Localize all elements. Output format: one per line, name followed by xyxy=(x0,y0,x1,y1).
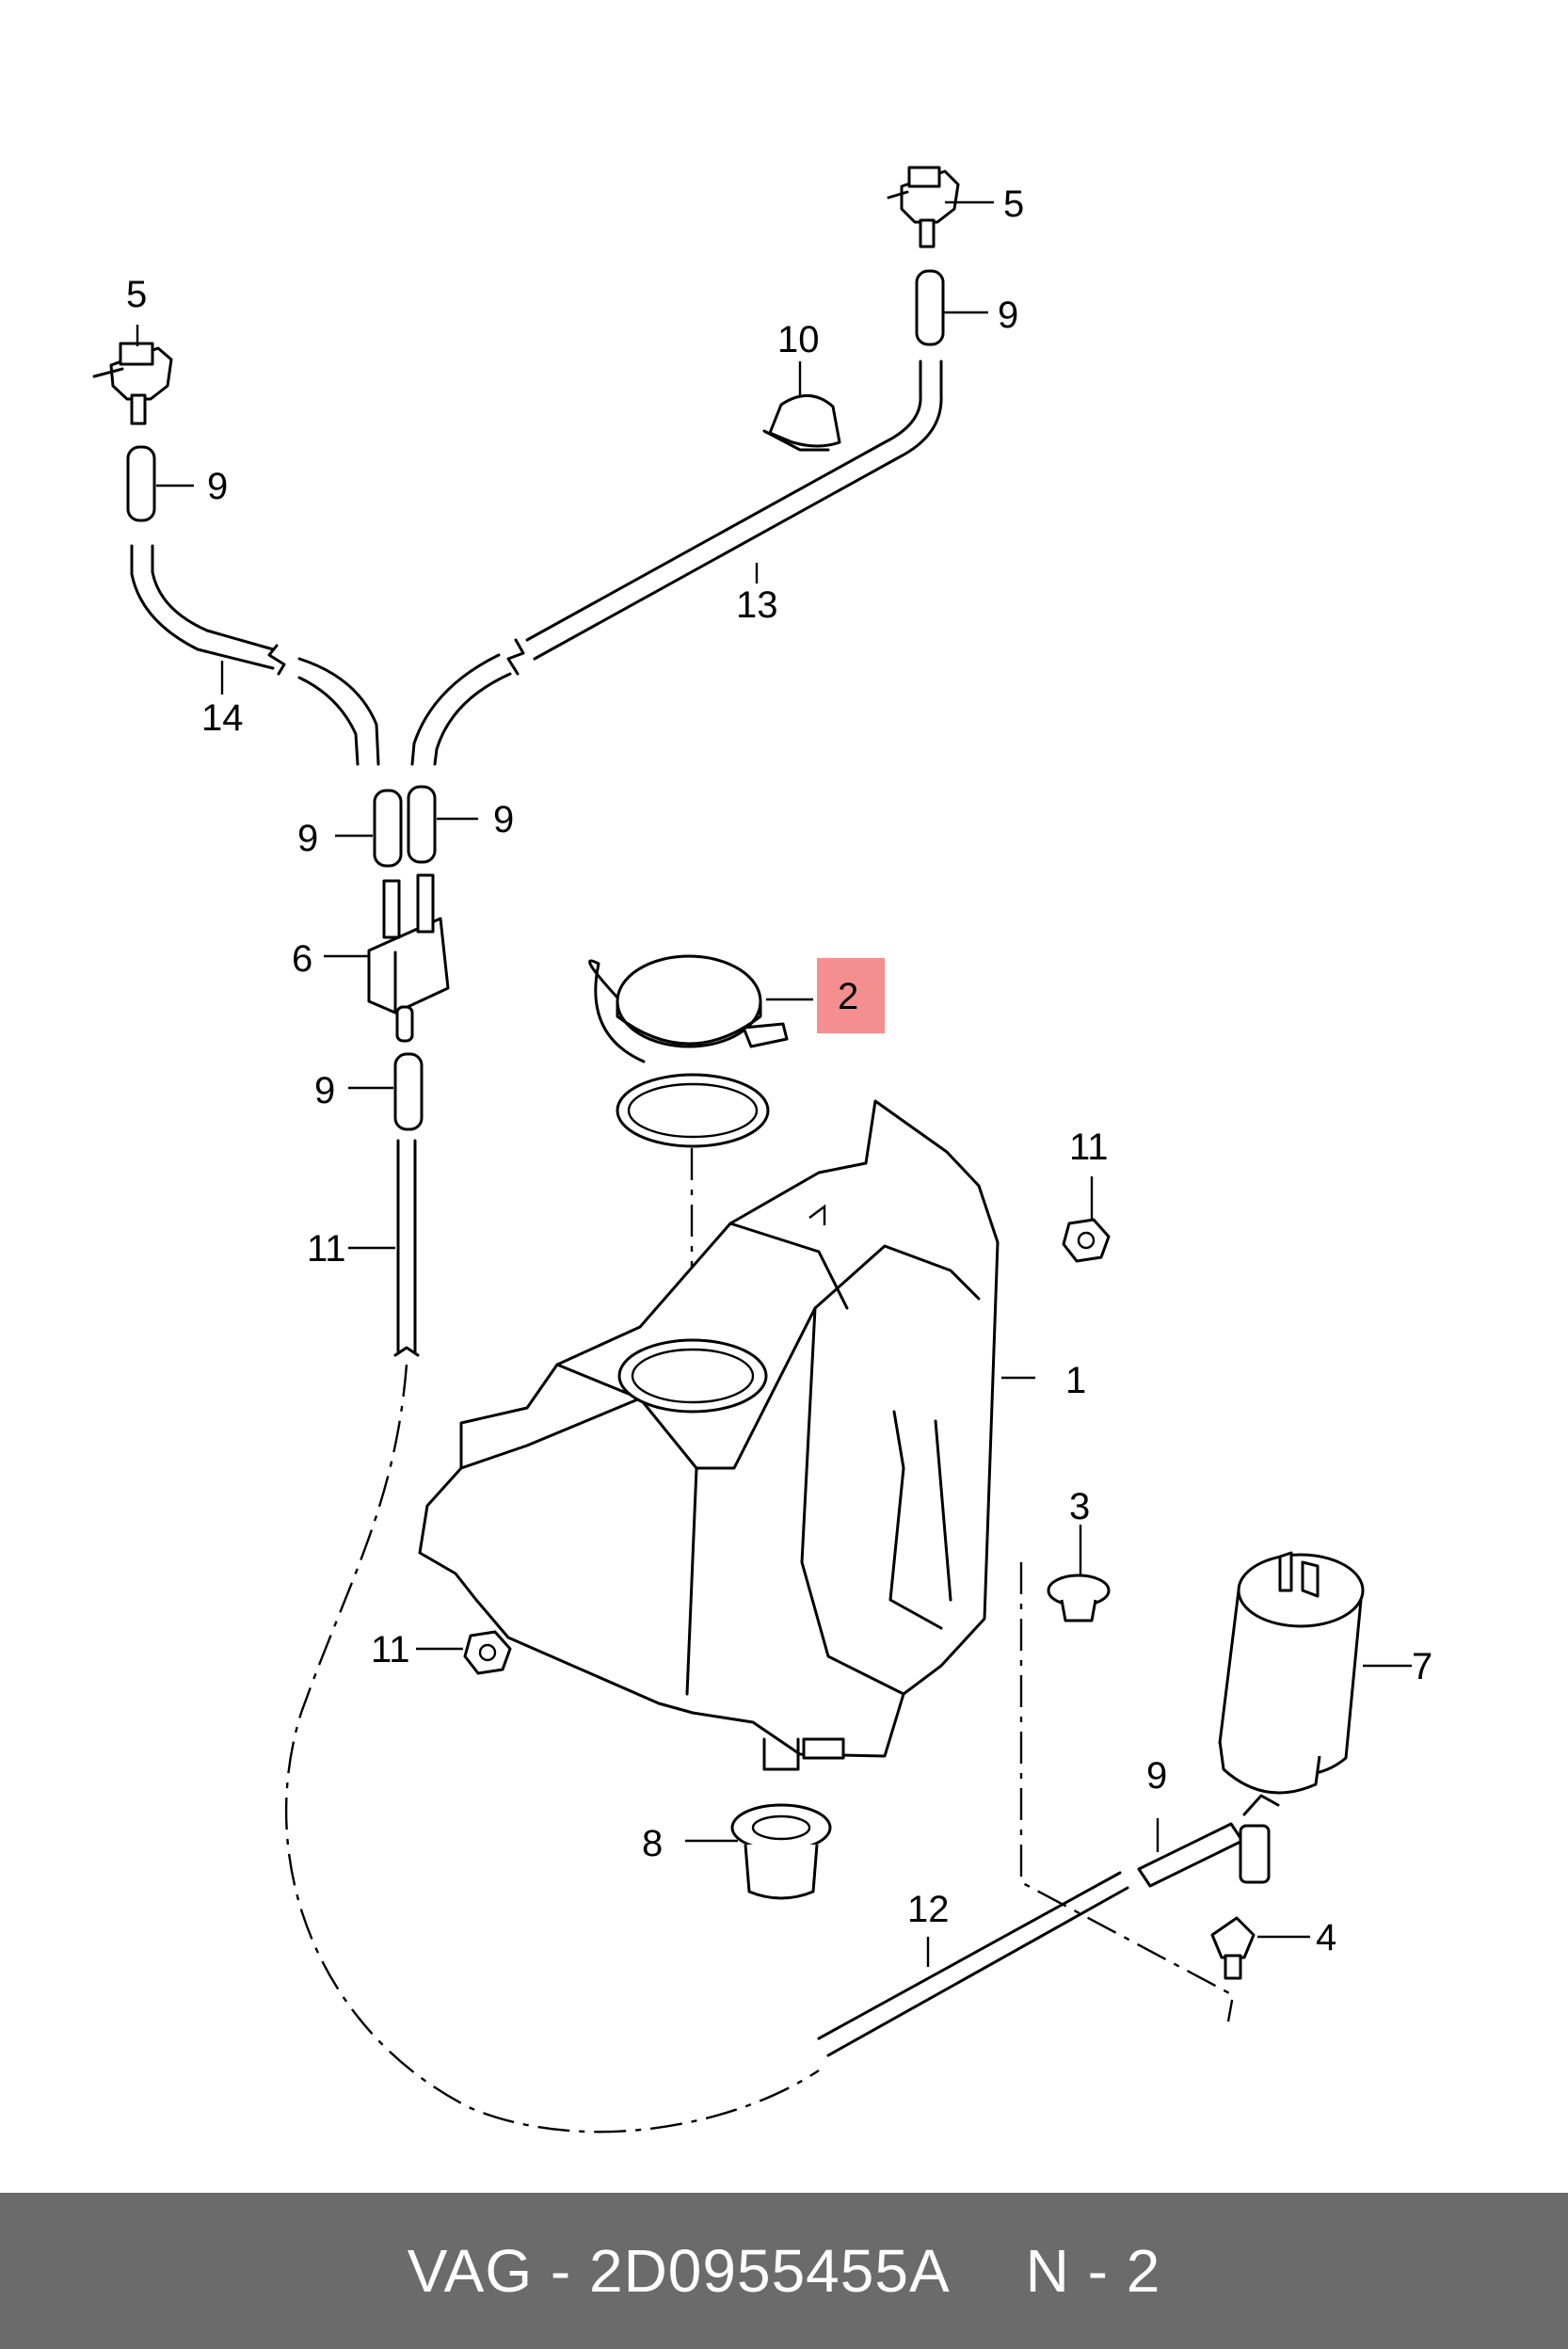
callout-2-highlight xyxy=(817,958,885,1033)
washer-system-drawing: 5 9 5 9 10 13 14 9 9 6 2 9 11 11 1 3 11 … xyxy=(92,166,1432,2133)
callout-9-pump: 9 xyxy=(1146,1755,1167,1797)
hose-pieces xyxy=(126,269,1244,1888)
grommet-4 xyxy=(1210,1916,1256,1980)
parts-diagram: 5 9 5 9 10 13 14 9 9 6 2 9 11 11 1 3 11 … xyxy=(92,166,1432,2133)
hose-12 xyxy=(817,1871,1129,2057)
nut-left xyxy=(463,1630,512,1675)
callout-10: 10 xyxy=(777,319,820,360)
callout-12: 12 xyxy=(907,1889,950,1930)
valve-6 xyxy=(367,873,450,1043)
callout-11-bottom: 11 xyxy=(371,1629,410,1670)
callout-14: 14 xyxy=(201,697,244,739)
callout-6: 6 xyxy=(292,938,312,980)
filler-cap xyxy=(588,954,789,1148)
diagram-ref: N - 2 xyxy=(1025,2237,1161,2305)
callout-8: 8 xyxy=(642,1823,663,1864)
nut-right xyxy=(1062,1218,1111,1263)
grommet-3 xyxy=(1047,1574,1111,1622)
callout-9-right-top: 9 xyxy=(998,295,1018,336)
callout-9-lower: 9 xyxy=(314,1070,335,1111)
callout-9-mid-right: 9 xyxy=(493,799,514,840)
callout-13: 13 xyxy=(736,584,778,626)
leader-lines xyxy=(136,200,1412,1967)
hose-13 xyxy=(410,360,943,766)
callout-9-left-top: 9 xyxy=(207,466,228,507)
routing-dash xyxy=(284,1364,820,2133)
part-number-footer: VAG - 2D0955455A N - 2 xyxy=(0,2193,1568,2349)
tank-outlet xyxy=(762,1737,800,1771)
pump-7 xyxy=(1218,1551,1365,1884)
callout-5-left: 5 xyxy=(126,274,147,315)
callout-1: 1 xyxy=(1065,1360,1086,1401)
callout-3: 3 xyxy=(1069,1486,1090,1527)
grommet-8 xyxy=(730,1803,832,1900)
reservoir-tank xyxy=(418,1099,1000,1760)
pump-axis xyxy=(1019,1562,1235,2022)
callout-9-mid-left: 9 xyxy=(297,818,318,859)
callout-7: 7 xyxy=(1412,1646,1432,1687)
clip-10 xyxy=(762,394,841,452)
hose-11-vertical xyxy=(393,1139,420,1357)
callout-labels: 5 9 5 9 10 13 14 9 9 6 2 9 11 11 1 3 11 … xyxy=(126,184,1432,1958)
callout-11-left: 11 xyxy=(307,1228,346,1270)
callout-2: 2 xyxy=(838,976,858,1017)
hose-14 xyxy=(130,544,380,766)
nozzle-left xyxy=(92,342,173,425)
part-number: VAG - 2D0955455A xyxy=(407,2237,951,2305)
callout-11-right: 11 xyxy=(1069,1127,1109,1168)
callout-4: 4 xyxy=(1316,1917,1336,1958)
nozzle-right xyxy=(887,166,960,248)
callout-5-right: 5 xyxy=(1003,184,1024,225)
